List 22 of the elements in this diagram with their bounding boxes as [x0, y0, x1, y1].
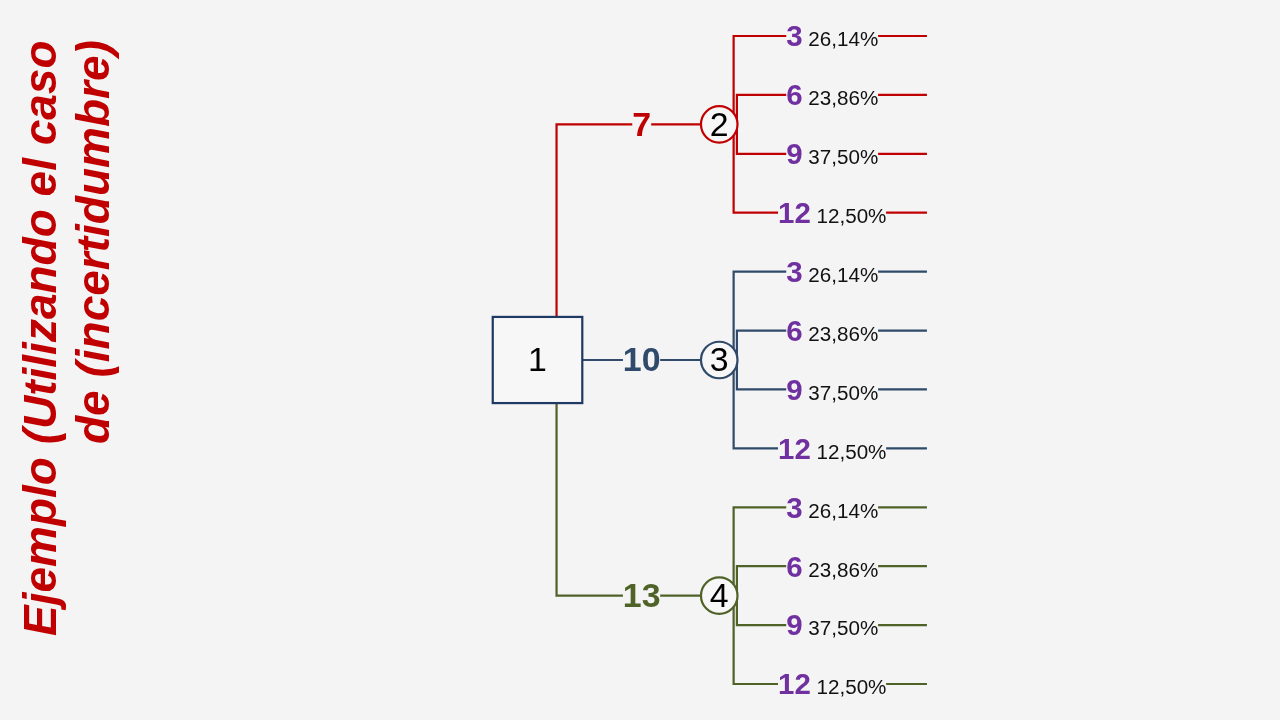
node-circle: 2 — [699, 105, 739, 144]
edge-label: 3 26,14% — [786, 491, 879, 524]
edge-label: 12 12,50% — [778, 667, 887, 701]
edge-label: 7 — [632, 104, 652, 144]
node-circle: 4 — [699, 576, 739, 615]
edge-label: 10 — [622, 340, 661, 379]
edge-label: 6 23,86% — [786, 549, 879, 583]
connector — [555, 403, 701, 597]
edge-label: 6 23,86% — [786, 78, 879, 112]
title: Ejemplo (Utilizando el caso de (incertidumbre) — [14, 40, 120, 638]
edge-label: 12 12,50% — [778, 432, 887, 465]
node-box: 1 — [491, 315, 584, 405]
edge-label: 3 26,14% — [786, 255, 879, 288]
edge-label: 9 37,50% — [786, 137, 879, 171]
edge-label: 6 23,86% — [786, 314, 879, 347]
node-circle: 3 — [699, 340, 739, 380]
edge-label: 13 — [622, 576, 661, 615]
connector — [555, 123, 701, 317]
edge-label: 9 37,50% — [786, 373, 879, 406]
edge-label: 3 26,14% — [786, 19, 879, 53]
edge-label: 12 12,50% — [778, 196, 887, 229]
edge-label: 9 37,50% — [786, 608, 879, 642]
